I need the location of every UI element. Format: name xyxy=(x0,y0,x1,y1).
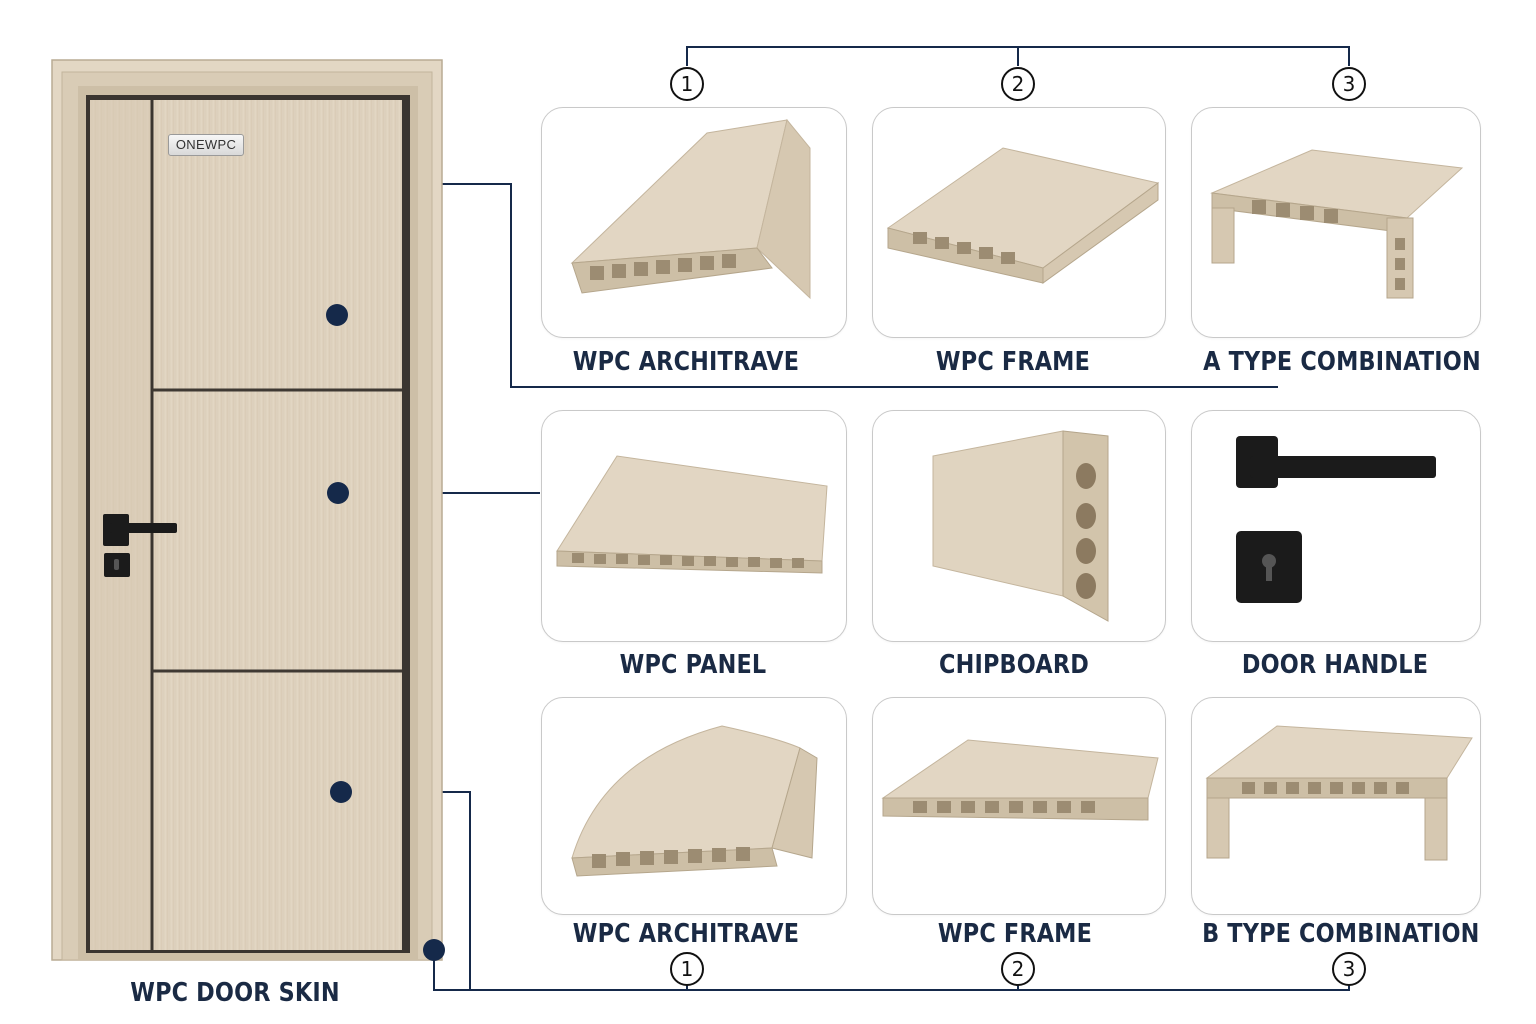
callout-dot-upper xyxy=(326,304,348,326)
label-door-handle: DOOR HANDLE xyxy=(1241,650,1429,680)
card-wpc-architrave-b xyxy=(541,697,847,915)
card-door-handle xyxy=(1191,410,1481,642)
card-wpc-architrave-a xyxy=(541,107,847,338)
label-wpc-architrave-a: WPC ARCHITRAVE xyxy=(572,347,800,377)
label-wpc-frame-a: WPC FRAME xyxy=(935,347,1091,377)
bottom-number-1: 1 xyxy=(670,952,704,986)
label-wpc-architrave-b: WPC ARCHITRAVE xyxy=(572,919,800,949)
callout-dot-frame xyxy=(423,939,445,961)
door-handle-lever xyxy=(110,523,177,533)
label-wpc-frame-b: WPC FRAME xyxy=(937,919,1093,949)
architrave-curved-profile-icon xyxy=(571,725,818,877)
door-brand-plate: ONEWPC xyxy=(168,134,244,156)
bottom-number-3: 3 xyxy=(1332,952,1366,986)
door-caption: WPC DOOR SKIN xyxy=(130,978,340,1008)
bottom-number-2: 2 xyxy=(1001,952,1035,986)
combination-profile-icon xyxy=(1205,725,1473,861)
top-number-1: 1 xyxy=(670,67,704,101)
frame-profile-icon xyxy=(886,147,1160,284)
frame-profile-icon xyxy=(881,739,1159,821)
label-b-type-combination: B TYPE COMBINATION xyxy=(1202,919,1480,949)
combination-profile-icon xyxy=(1210,149,1464,299)
label-chipboard: CHIPBOARD xyxy=(939,650,1089,680)
top-number-2: 2 xyxy=(1001,67,1035,101)
panel-profile-icon xyxy=(556,455,828,574)
door-illustration xyxy=(51,59,443,961)
card-wpc-panel xyxy=(541,410,847,642)
card-b-type-combination xyxy=(1191,697,1481,915)
label-a-type-combination: A TYPE COMBINATION xyxy=(1203,347,1481,377)
card-a-type-combination xyxy=(1191,107,1481,338)
callout-dot-lower xyxy=(330,781,352,803)
card-chipboard xyxy=(872,410,1166,642)
bottom-bracket-line xyxy=(433,950,1350,991)
callout-dot-middle xyxy=(327,482,349,504)
door-handle-icon xyxy=(1236,436,1436,603)
card-wpc-frame-b xyxy=(872,697,1166,915)
top-number-3: 3 xyxy=(1332,67,1366,101)
chipboard-icon xyxy=(932,430,1109,622)
architrave-profile-icon xyxy=(570,118,811,300)
card-wpc-frame-a xyxy=(872,107,1166,338)
label-wpc-panel: WPC PANEL xyxy=(619,650,767,680)
